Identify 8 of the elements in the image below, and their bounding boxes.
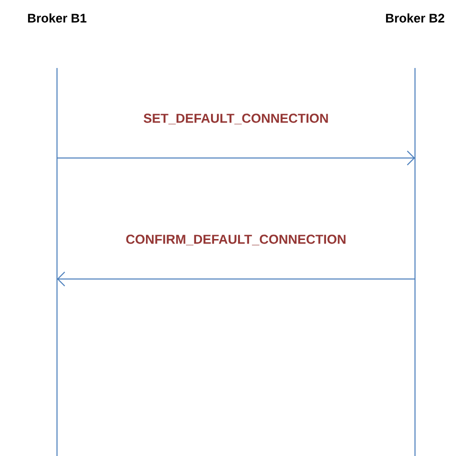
- message-label: CONFIRM_DEFAULT_CONNECTION: [126, 234, 346, 246]
- lifeline: [414, 68, 416, 456]
- message-arrow: [57, 272, 416, 286]
- participant-name: Broker B2: [386, 13, 444, 23]
- message-arrow: [56, 150, 415, 166]
- message-label: SET_DEFAULT_CONNECTION: [144, 114, 328, 124]
- participant-name: Broker B1: [28, 13, 86, 23]
- lifeline: [56, 68, 58, 456]
